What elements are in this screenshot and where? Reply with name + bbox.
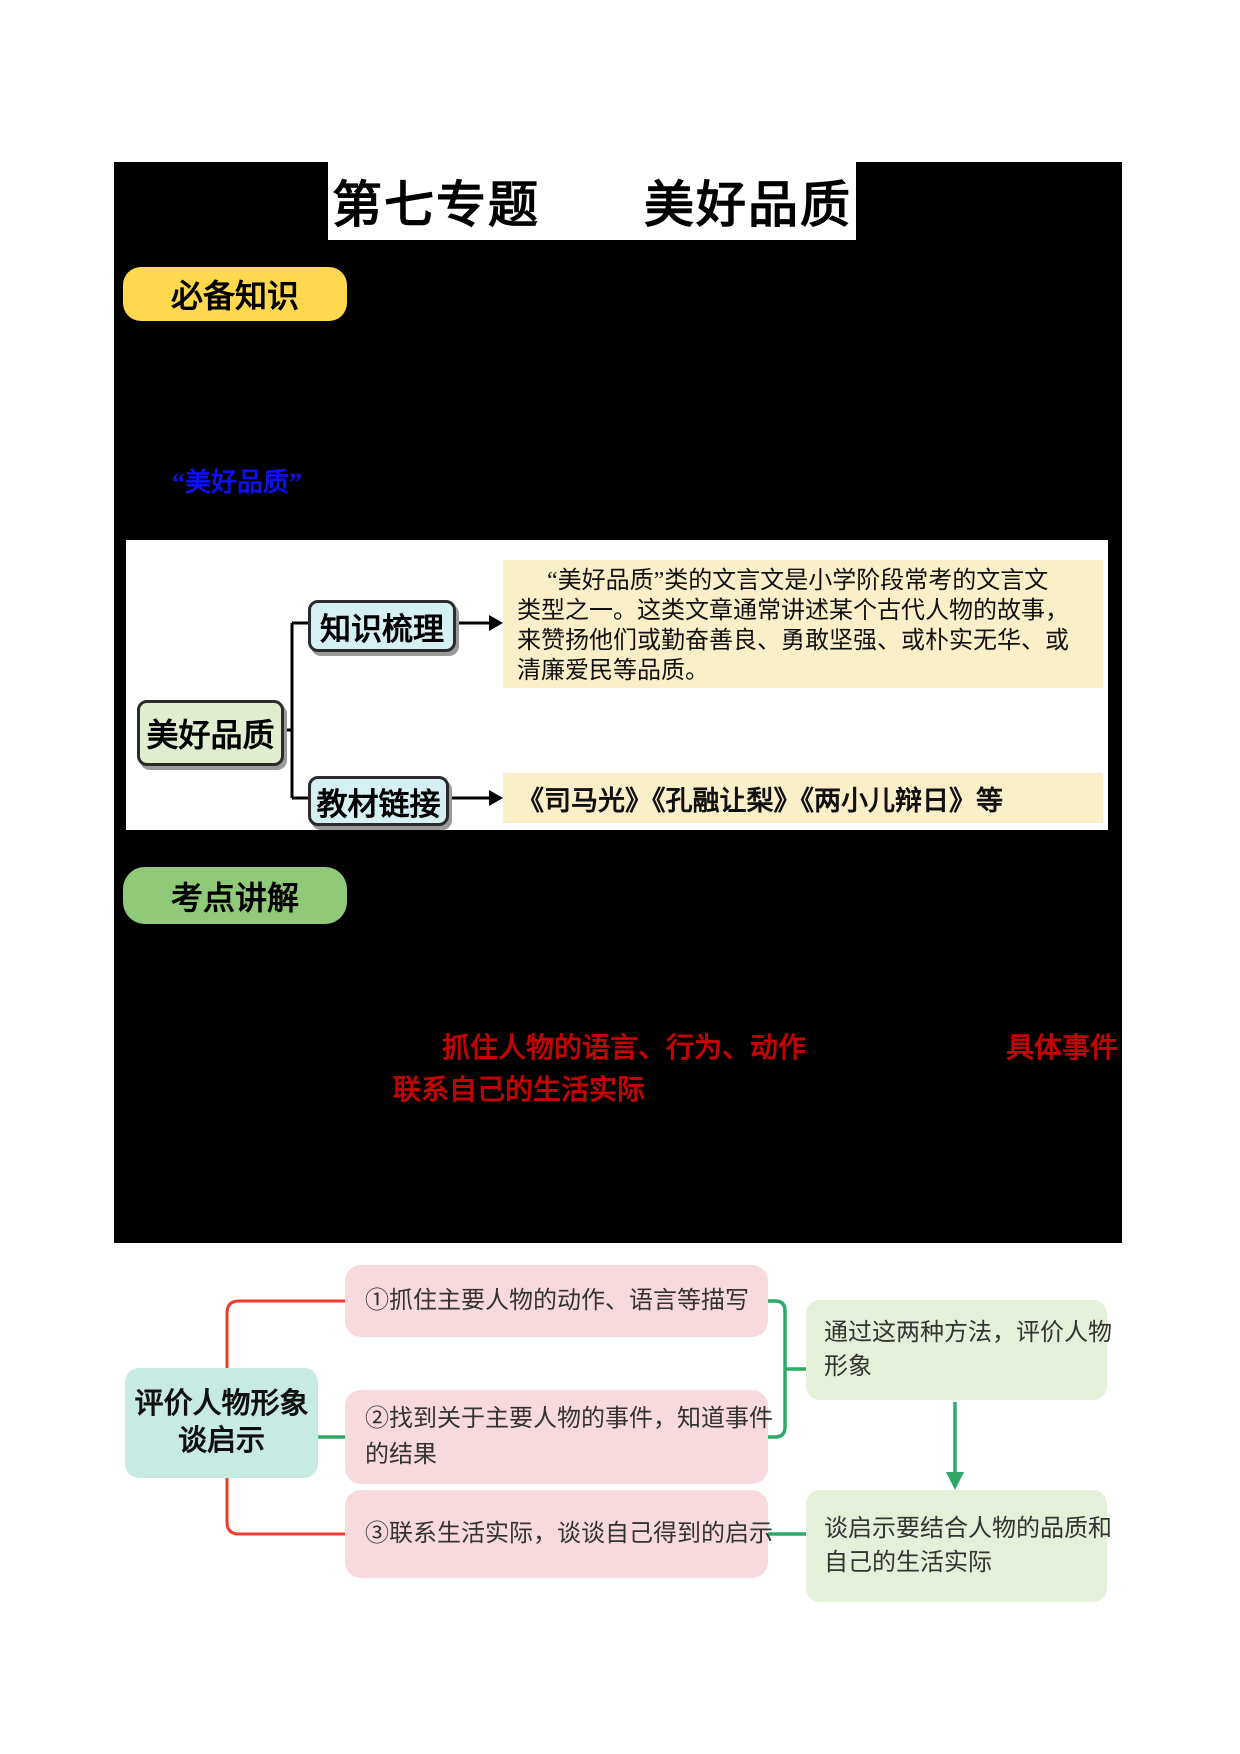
mindmap-branch-knowledge: 知识梳理	[308, 600, 456, 652]
key-point-text-3: 联系自己的生活实际	[393, 1075, 646, 1106]
section-badge-exam-points: 考点讲解	[123, 867, 347, 924]
branch-label: 知识梳理	[320, 611, 444, 647]
textbook-links-box: 《司马光》《孔融让梨》《两小儿辩日》等	[503, 773, 1103, 823]
flow-result-box-1: 通过这两种方法，评价人物 形象	[806, 1300, 1112, 1400]
section-badge-essential-knowledge: 必备知识	[123, 267, 347, 321]
section-badge-label: 必备知识	[170, 278, 299, 314]
knowledge-note-box: “美好品质”类的文言文是小学阶段常考的文言文 类型之一。这类文章通常讲述某个古代…	[503, 560, 1103, 688]
flow-root-line: 谈启示	[177, 1425, 265, 1457]
step-line: ①抓住主要人物的动作、语言等描写	[365, 1287, 749, 1314]
result-line: 谈启示要结合人物的品质和	[824, 1515, 1112, 1542]
key-point-text-2: 具体事件	[1006, 1033, 1119, 1064]
note-line: 清廉爱民等品质。	[517, 658, 709, 684]
flow-root-line: 评价人物形象	[134, 1388, 309, 1420]
note-line: 来赞扬他们或勤奋善良、勇敢坚强、或朴实无华、或	[517, 628, 1069, 654]
mindmap-root-label: 美好品质	[146, 717, 275, 753]
step-line: ③联系生活实际，谈谈自己得到的启示	[365, 1520, 773, 1547]
flow-result-box-2: 谈启示要结合人物的品质和 自己的生活实际	[806, 1490, 1112, 1602]
mindmap-root-box: 美好品质	[137, 700, 284, 766]
note-line: “美好品质”类的文言文是小学阶段常考的文言文	[547, 568, 1049, 594]
step-line: ②找到关于主要人物的事件，知道事件	[365, 1405, 773, 1432]
branch-label: 教材链接	[316, 786, 441, 822]
flowchart-root-box: 评价人物形象 谈启示	[125, 1368, 318, 1478]
page-title: 第七专题 美好品质	[332, 177, 852, 233]
flow-step-box-3: ③联系生活实际，谈谈自己得到的启示	[345, 1490, 773, 1578]
note-line: 类型之一。这类文章通常讲述某个古代人物的故事，	[517, 598, 1069, 624]
key-point-text-1: 抓住人物的语言、行为、动作	[442, 1033, 807, 1064]
section-badge-label: 考点讲解	[170, 879, 299, 916]
textbook-links-text: 《司马光》《孔融让梨》《两小儿辩日》等	[517, 785, 1003, 816]
title-banner: 第七专题 美好品质	[328, 162, 856, 240]
result-line: 通过这两种方法，评价人物	[824, 1319, 1112, 1346]
step-line: 的结果	[365, 1441, 437, 1468]
mindmap-branch-textbook: 教材链接	[308, 776, 449, 826]
flow-step-box-1: ①抓住主要人物的动作、语言等描写	[345, 1265, 768, 1337]
result-line: 形象	[824, 1353, 872, 1380]
quote-highlight-text: “美好品质”	[172, 468, 303, 497]
flow-step-box-2: ②找到关于主要人物的事件，知道事件 的结果	[345, 1390, 773, 1484]
result-line: 自己的生活实际	[824, 1549, 992, 1576]
